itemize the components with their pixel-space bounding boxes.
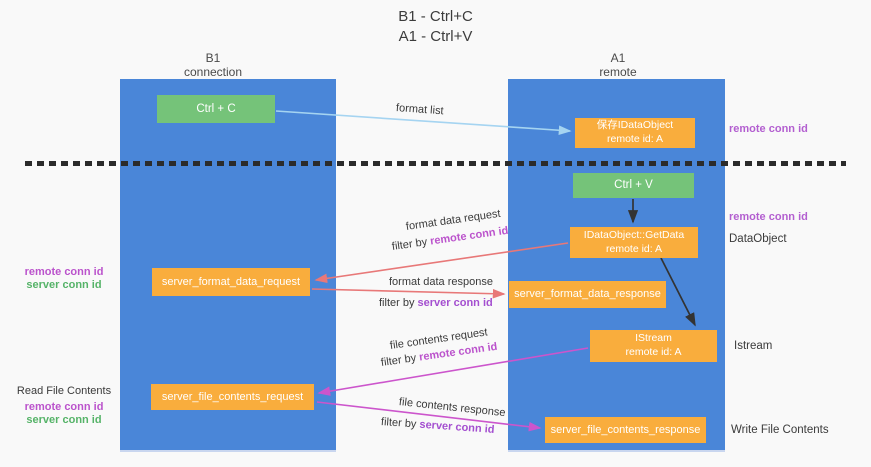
arrow-format-data-response <box>311 288 506 299</box>
filter-by-text: filter by <box>391 236 428 253</box>
label-filter-server-1: filter by server conn id <box>379 297 493 309</box>
node-getdata-line2: remote id: A <box>605 242 663 255</box>
filter-by-text: filter by <box>380 352 417 369</box>
label-istream: Istream <box>734 340 773 352</box>
node-idataobject-getdata: IDataObject::GetData remote id: A <box>570 227 698 258</box>
node-ctrl-c: Ctrl + C <box>157 95 275 123</box>
left-column-name: B1 <box>205 51 221 65</box>
remote-conn-id-text: remote conn id <box>429 224 510 248</box>
left-column-header: B1 connection <box>153 51 273 80</box>
node-ctrl-c-label: Ctrl + C <box>196 102 236 115</box>
node-format-response-label: server_format_data_response <box>514 288 661 301</box>
node-ctrl-v-label: Ctrl + V <box>614 179 653 192</box>
label-file-contents-response: file contents response <box>398 396 507 420</box>
label-write-file-contents: Write File Contents <box>731 424 829 436</box>
node-file-request-label: server_file_contents_request <box>161 390 304 403</box>
node-save-dataobject-line2: remote id: A <box>606 133 664 145</box>
right-column-role: remote <box>599 65 637 80</box>
node-save-dataobject-line1: 保存IDataObject <box>596 119 674 132</box>
label-format-list: format list <box>395 102 444 118</box>
label-remote-conn-id-right-2: remote conn id <box>729 211 808 223</box>
node-server-format-data-response: server_format_data_response <box>509 281 666 308</box>
left-column-role: connection <box>183 65 243 80</box>
node-file-response-label: server_file_contents_response <box>550 423 701 436</box>
node-istream: IStream remote id: A <box>590 330 717 362</box>
label-filter-server-2: filter by server conn id <box>381 416 495 436</box>
left-conn-id-group-2: Read File Contents remote conn id server… <box>10 385 118 427</box>
title-line-2: A1 - Ctrl+V <box>398 27 473 45</box>
label-dataobject: DataObject <box>729 233 787 245</box>
node-ctrl-v: Ctrl + V <box>573 173 694 198</box>
right-column-header: A1 remote <box>558 51 678 80</box>
label-remote-conn-id-right-1: remote conn id <box>729 123 808 135</box>
label-server-conn-id-left-2: server conn id <box>26 413 102 426</box>
node-save-dataobject: 保存IDataObject remote id: A <box>575 118 695 148</box>
label-remote-conn-id-left-2: remote conn id <box>24 400 104 413</box>
right-column-name: A1 <box>610 51 626 65</box>
label-remote-conn-id-left-1: remote conn id <box>24 266 104 278</box>
diagram-title: B1 - Ctrl+C A1 - Ctrl+V <box>0 7 871 46</box>
filter-by-text: filter by <box>380 416 417 431</box>
server-conn-id-text: server conn id <box>419 418 495 436</box>
left-conn-id-group-1: remote conn id server conn id <box>16 266 112 292</box>
label-read-file-contents: Read File Contents <box>16 385 112 397</box>
node-getdata-line1: IDataObject::GetData <box>583 228 685 241</box>
title-line-1: B1 - Ctrl+C <box>398 8 473 25</box>
server-conn-id-text: server conn id <box>417 297 493 309</box>
node-server-file-contents-request: server_file_contents_request <box>151 384 314 410</box>
node-server-file-contents-response: server_file_contents_response <box>545 417 706 443</box>
label-server-conn-id-left-1: server conn id <box>26 278 102 291</box>
label-format-data-response: format data response <box>389 276 493 288</box>
filter-by-text: filter by <box>379 297 415 309</box>
node-format-request-label: server_format_data_request <box>161 275 301 288</box>
node-istream-line2: remote id: A <box>625 346 682 358</box>
node-istream-line1: IStream <box>635 332 672 345</box>
node-server-format-data-request: server_format_data_request <box>152 268 310 296</box>
